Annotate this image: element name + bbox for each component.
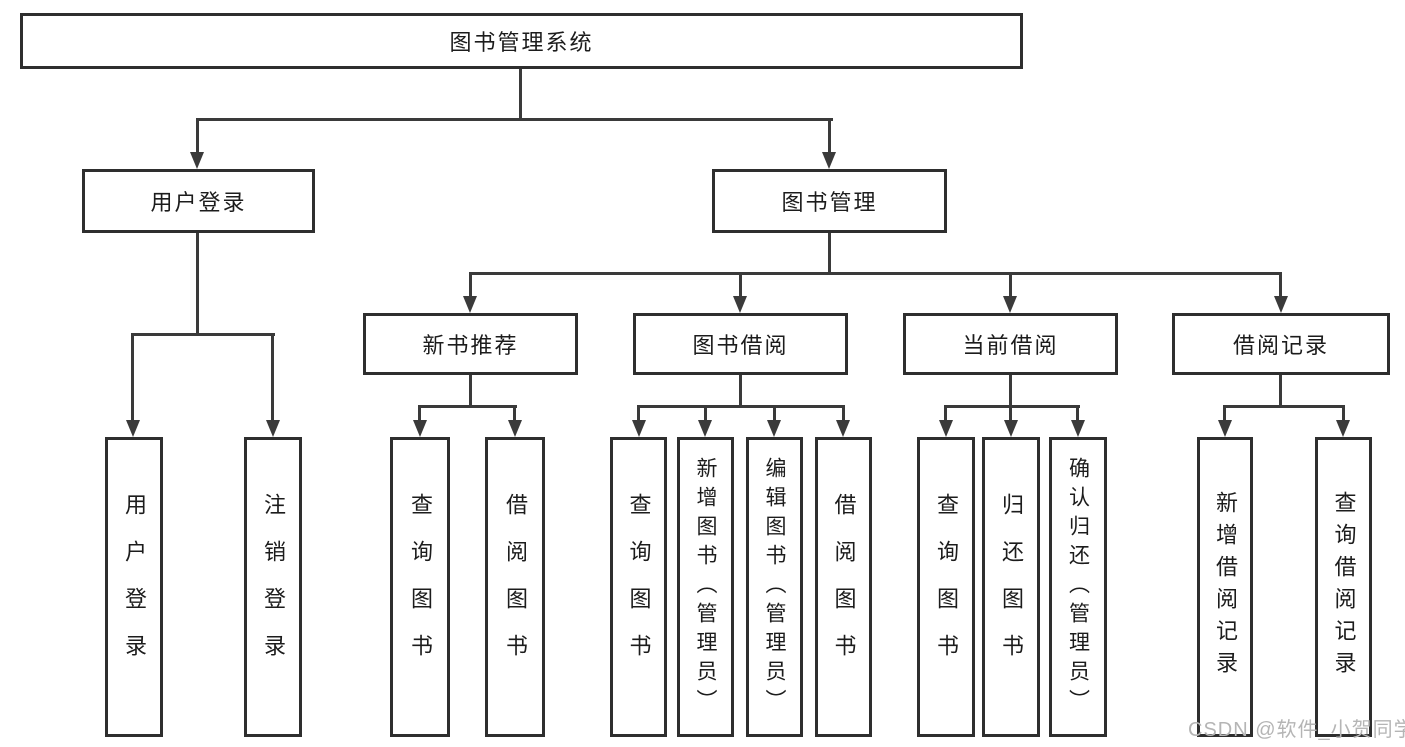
- connector-line: [1279, 375, 1282, 408]
- connector-line: [637, 405, 640, 423]
- arrowhead-down-icon: [508, 420, 522, 437]
- leaf-label: 查询借阅记录: [1331, 491, 1357, 683]
- arrowhead-down-icon: [733, 296, 747, 313]
- connector-line: [704, 405, 707, 423]
- connector-line: [196, 233, 199, 336]
- connector-line: [1009, 405, 1012, 423]
- connector-line: [739, 272, 742, 300]
- connector-line: [739, 375, 742, 408]
- node-label: 新书推荐: [422, 333, 519, 358]
- connector-line: [828, 118, 831, 156]
- arrowhead-down-icon: [822, 152, 836, 169]
- arrowhead-down-icon: [1274, 296, 1288, 313]
- leaf-confirm-return-admin: 确认归还（管理员）: [1049, 437, 1107, 737]
- leaf-borrow-book-2: 借阅图书: [815, 437, 872, 737]
- leaf-query-book-3: 查询图书: [917, 437, 975, 737]
- leaf-borrow-book-1: 借阅图书: [485, 437, 545, 737]
- connector-line: [1223, 405, 1226, 423]
- arrowhead-down-icon: [1071, 420, 1085, 437]
- connector-line: [519, 69, 522, 121]
- leaf-add-book-admin: 新增图书（管理员）: [677, 437, 734, 737]
- node-label: 当前借阅: [962, 333, 1059, 358]
- leaf-query-book-1: 查询图书: [390, 437, 450, 737]
- node-book-management: 图书管理: [712, 169, 947, 233]
- leaf-label: 借阅图书: [503, 493, 528, 681]
- connector-line: [1076, 405, 1079, 423]
- connector-line: [637, 405, 845, 408]
- connector-line: [131, 333, 275, 336]
- leaf-label: 注销登录: [261, 493, 286, 681]
- node-label: 图书借阅: [692, 333, 789, 358]
- connector-line: [828, 233, 831, 275]
- arrowhead-down-icon: [1004, 420, 1018, 437]
- node-borrow-record: 借阅记录: [1172, 313, 1390, 375]
- leaf-user-login: 用户登录: [105, 437, 163, 737]
- connector-line: [1009, 272, 1012, 300]
- arrowhead-down-icon: [632, 420, 646, 437]
- connector-line: [1279, 272, 1282, 300]
- node-label: 借阅记录: [1232, 333, 1329, 358]
- node-label: 图书管理系统: [449, 30, 594, 55]
- connector-line: [418, 405, 421, 423]
- arrowhead-down-icon: [266, 420, 280, 437]
- connector-line: [131, 333, 134, 423]
- leaf-label: 查询图书: [934, 493, 959, 681]
- leaf-edit-book-admin: 编辑图书（管理员）: [746, 437, 803, 737]
- leaf-label: 确认归还（管理员）: [1066, 456, 1090, 718]
- connector-line: [271, 333, 274, 423]
- leaf-label: 借阅图书: [831, 493, 857, 681]
- connector-line: [1223, 405, 1345, 408]
- connector-line: [513, 405, 516, 423]
- node-current-borrow: 当前借阅: [903, 313, 1118, 375]
- connector-line: [1009, 375, 1012, 408]
- leaf-label: 编辑图书（管理员）: [763, 456, 786, 718]
- arrowhead-down-icon: [413, 420, 427, 437]
- arrowhead-down-icon: [1336, 420, 1350, 437]
- connector-line: [469, 272, 1282, 275]
- node-library-system: 图书管理系统: [20, 13, 1023, 69]
- arrowhead-down-icon: [1003, 296, 1017, 313]
- leaf-add-borrow-record: 新增借阅记录: [1197, 437, 1253, 737]
- arrowhead-down-icon: [463, 296, 477, 313]
- arrowhead-down-icon: [836, 420, 850, 437]
- arrowhead-down-icon: [1218, 420, 1232, 437]
- connector-line: [842, 405, 845, 423]
- watermark: CSDN @软件_小贺同学: [1188, 719, 1405, 741]
- connector-line: [196, 118, 199, 156]
- arrowhead-down-icon: [190, 152, 204, 169]
- leaf-label: 新增借阅记录: [1213, 491, 1238, 683]
- connector-line: [1342, 405, 1345, 423]
- node-new-book-recommend: 新书推荐: [363, 313, 578, 375]
- node-book-borrow: 图书借阅: [633, 313, 848, 375]
- connector-line: [944, 405, 1080, 408]
- arrowhead-down-icon: [767, 420, 781, 437]
- arrowhead-down-icon: [698, 420, 712, 437]
- leaf-label: 查询图书: [626, 493, 652, 681]
- connector-line: [196, 118, 833, 121]
- node-label: 图书管理: [781, 190, 878, 215]
- connector-line: [773, 405, 776, 423]
- leaf-return-book: 归还图书: [982, 437, 1040, 737]
- arrowhead-down-icon: [939, 420, 953, 437]
- connector-line: [469, 272, 472, 300]
- connector-line: [944, 405, 947, 423]
- leaf-label: 用户登录: [122, 493, 147, 681]
- node-label: 用户登录: [150, 190, 247, 215]
- leaf-label: 新增图书（管理员）: [694, 456, 717, 718]
- arrowhead-down-icon: [126, 420, 140, 437]
- leaf-logout: 注销登录: [244, 437, 302, 737]
- leaf-query-book-2: 查询图书: [610, 437, 667, 737]
- leaf-label: 归还图书: [999, 493, 1024, 681]
- node-user-login: 用户登录: [82, 169, 315, 233]
- connector-line: [469, 375, 472, 408]
- leaf-label: 查询图书: [408, 493, 433, 681]
- leaf-query-borrow-record: 查询借阅记录: [1315, 437, 1372, 737]
- connector-line: [418, 405, 517, 408]
